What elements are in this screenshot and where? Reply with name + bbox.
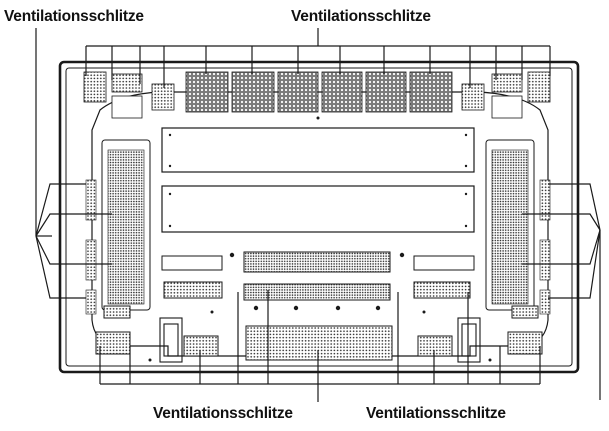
middle-panel <box>161 185 475 233</box>
side-vent-grilles <box>101 139 535 311</box>
top-vent-3 <box>277 71 319 113</box>
center-vent-upper <box>243 251 391 273</box>
stand-brackets <box>159 317 481 363</box>
center-vent-lower <box>243 283 391 301</box>
label-vents-top-center: Ventilationsschlitze <box>291 8 431 25</box>
center-panels <box>161 127 475 233</box>
right-small-vent <box>413 281 471 299</box>
top-vent-2 <box>231 71 275 113</box>
top-vent-5 <box>365 71 407 113</box>
right-side-vent <box>491 149 529 305</box>
top-vent-4 <box>321 71 363 113</box>
leader-lines-top-left <box>35 28 112 299</box>
bottom-far-left-vent <box>95 331 131 355</box>
screws <box>148 252 492 362</box>
top-corner-vents <box>83 71 551 119</box>
leader-lines-top-center <box>85 28 551 88</box>
left-side-vent <box>107 149 145 305</box>
bottom-far-right-vent <box>507 331 543 355</box>
top-vent-1 <box>185 71 229 113</box>
bottom-left-vent <box>183 335 219 357</box>
leader-lines-right <box>522 183 601 400</box>
upper-panel <box>161 127 475 173</box>
tv-frame <box>58 60 580 374</box>
label-vents-bottom-left: Ventilationsschlitze <box>153 405 293 422</box>
lower-panels <box>95 251 543 361</box>
bottom-right-vent <box>417 335 453 357</box>
top-vent-grilles <box>185 71 453 113</box>
label-vents-top-left: Ventilationsschlitze <box>4 8 144 25</box>
left-small-vent <box>163 281 223 299</box>
leader-lines-bottom <box>99 290 541 402</box>
bottom-center-vent <box>245 325 393 361</box>
top-vent-6 <box>409 71 453 113</box>
label-vents-bottom-right: Ventilationsschlitze <box>366 405 506 422</box>
